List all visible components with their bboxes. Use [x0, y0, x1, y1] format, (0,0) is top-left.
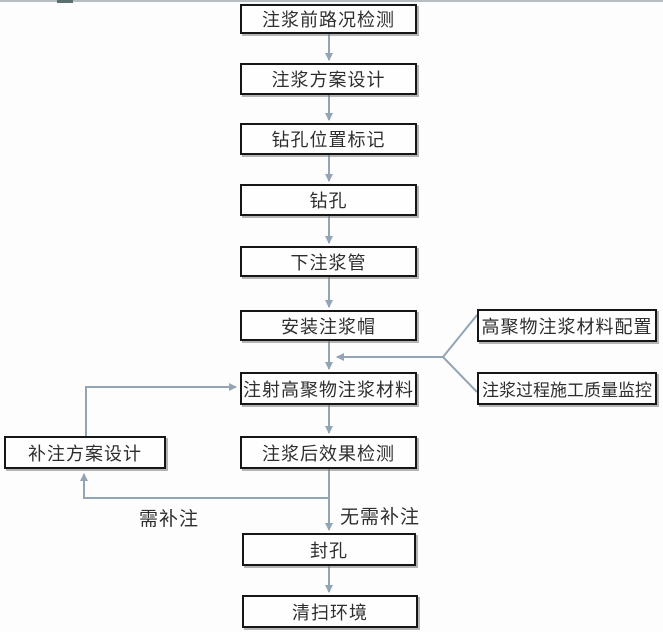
- node-polymer-material-preparation: 高聚物注浆材料配置: [477, 309, 657, 342]
- top-edge-line: [0, 0, 663, 2]
- label-no-regrouting: 无需补注: [340, 506, 421, 528]
- node-drill-position-marking: 钻孔位置标记: [240, 123, 417, 155]
- label-need-regrouting: 需补注: [139, 508, 200, 530]
- node-inject-polymer-material: 注射高聚物注浆材料: [240, 372, 417, 405]
- node-pre-grouting-road-inspection: 注浆前路况检测: [240, 4, 417, 34]
- node-seal-hole: 封孔: [242, 533, 416, 566]
- node-insert-grouting-pipe: 下注浆管: [240, 246, 417, 277]
- node-grouting-scheme-design: 注浆方案设计: [240, 63, 417, 95]
- node-process-quality-monitoring: 注浆过程施工质量监控: [477, 372, 657, 405]
- node-clean-environment: 清扫环境: [242, 595, 418, 628]
- node-post-grouting-inspection: 注浆后效果检测: [240, 436, 417, 469]
- node-drilling: 钻孔: [240, 184, 417, 216]
- top-edge-dark-segment: [57, 0, 73, 3]
- node-install-grouting-cap: 安装注浆帽: [240, 310, 417, 341]
- node-regrouting-scheme-design: 补注方案设计: [4, 436, 166, 469]
